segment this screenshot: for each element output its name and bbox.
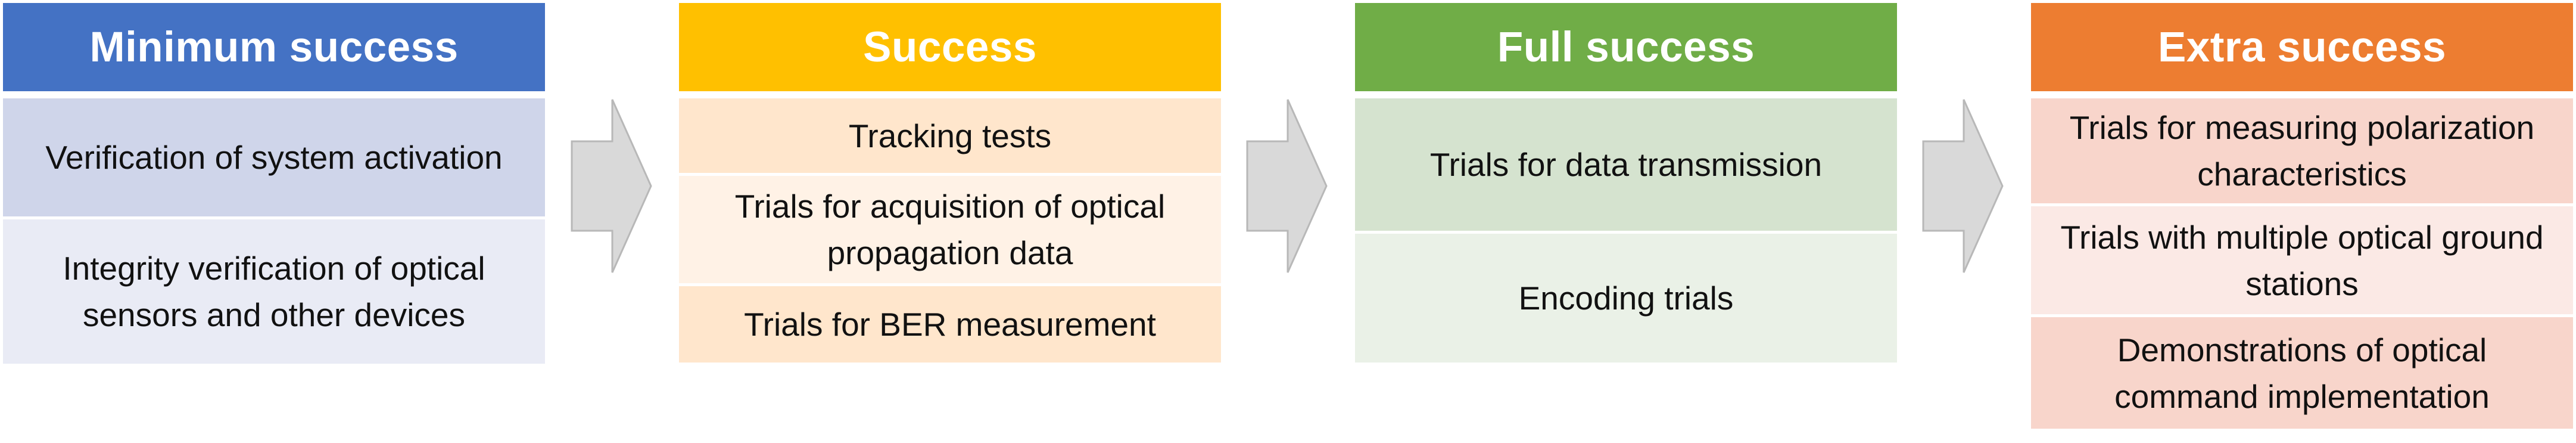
stage-item: Trials for measuring polarization charac… [2031,98,2573,203]
stage-header: Success [679,3,1221,91]
stage-header: Extra success [2031,3,2573,91]
right-arrow-icon [1246,99,1328,273]
stage-item: Trials for BER measurement [679,286,1221,363]
stage-item: Verification of system activation [3,98,545,216]
stage-items: Trials for data transmission Encoding tr… [1355,98,1897,365]
stage-extra-success: Extra success Trials for measuring polar… [2031,0,2573,443]
right-arrow-icon [1922,99,2004,273]
stage-item: Trials with multiple optical ground stat… [2031,206,2573,314]
stage-items: Verification of system activation Integr… [3,98,545,367]
stage-item: Demonstrations of optical command implem… [2031,317,2573,429]
right-arrow-icon [571,99,652,273]
stage-minimum-success: Minimum success Verification of system a… [3,0,545,443]
stage-success: Success Tracking tests Trials for acquis… [679,0,1221,443]
stage-header: Full success [1355,3,1897,91]
stage-full-success: Full success Trials for data transmissio… [1355,0,1897,443]
stage-item: Integrity verification of optical sensor… [3,219,545,364]
stage-item: Trials for acquisition of optical propag… [679,176,1221,283]
stage-header: Minimum success [3,3,545,91]
stage-item: Tracking tests [679,98,1221,173]
stage-items: Trials for measuring polarization charac… [2031,98,2573,432]
stage-item: Encoding trials [1355,234,1897,363]
stage-items: Tracking tests Trials for acquisition of… [679,98,1221,365]
stage-item: Trials for data transmission [1355,98,1897,231]
